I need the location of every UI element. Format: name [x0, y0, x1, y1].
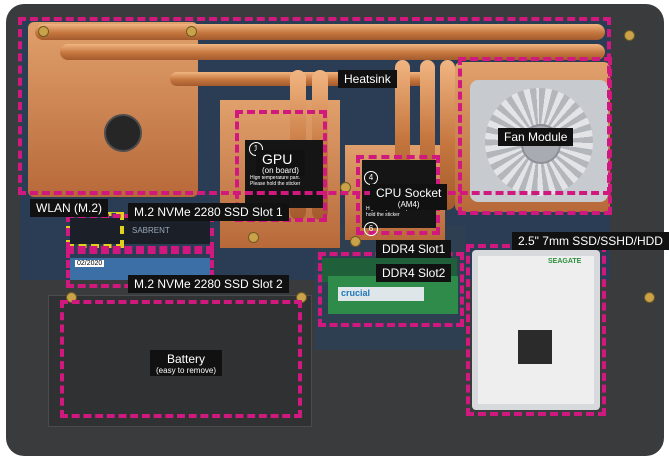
heat-pipe-8 — [440, 60, 455, 210]
battery-label-text: Battery — [167, 352, 206, 366]
drive-bay-highlight — [466, 244, 606, 416]
ram-label — [338, 287, 424, 301]
ddr4-slot2-label: DDR4 Slot2 — [376, 264, 452, 282]
ssd-brand-label: SABRENT — [132, 226, 170, 235]
cpu-label-text: CPU Socket — [376, 186, 442, 200]
cpu-screw-number-bottom: 6 — [364, 222, 378, 236]
cpu-label: CPU Socket (AM4) — [370, 184, 448, 210]
nvme-ssd-1 — [70, 218, 210, 244]
gpu-label-sub: (on board) — [262, 166, 299, 175]
ssd-slot1-label: M.2 NVMe 2280 SSD Slot 1 — [128, 203, 289, 221]
ssd-sticker: 02/2020 — [75, 260, 105, 267]
gpu-label: GPU (on board) — [256, 150, 305, 176]
heat-pipe-2 — [60, 44, 605, 60]
cpu-label-sub: (AM4) — [397, 200, 420, 209]
screw-icon — [186, 26, 197, 37]
heatsink-label: Heatsink — [338, 70, 397, 88]
drive-bay-label: 2.5" 7mm SSD/SSHD/HDD — [512, 232, 669, 250]
fan-module-label: Fan Module — [498, 128, 574, 146]
screw-icon — [248, 232, 259, 243]
fan-hub — [104, 114, 142, 152]
ssd-slot2-label: M.2 NVMe 2280 SSD Slot 2 — [128, 275, 289, 293]
hdd-brand: SEAGATE — [548, 258, 582, 265]
ddr4-slot1-label: DDR4 Slot1 — [376, 240, 452, 258]
screw-icon — [350, 236, 361, 247]
nvme-ssd-2 — [70, 258, 210, 280]
fan-module-highlight — [458, 57, 612, 215]
screw-icon — [644, 292, 655, 303]
battery-label: Battery (easy to remove) — [150, 350, 223, 376]
cpu-screw-number-top: 4 — [364, 171, 378, 185]
battery-highlight — [60, 300, 302, 418]
gpu-warning-note: High temperature part. Please hold the s… — [250, 175, 301, 187]
screw-icon — [38, 26, 49, 37]
wlan-label: WLAN (M.2) — [30, 199, 108, 217]
screw-icon — [624, 30, 635, 41]
hdd-bracket — [518, 330, 552, 364]
gpu-label-text: GPU — [262, 151, 293, 167]
heat-pipe-1 — [35, 24, 605, 40]
ram-brand: crucial — [341, 288, 371, 298]
battery-label-sub: (easy to remove) — [156, 366, 217, 375]
